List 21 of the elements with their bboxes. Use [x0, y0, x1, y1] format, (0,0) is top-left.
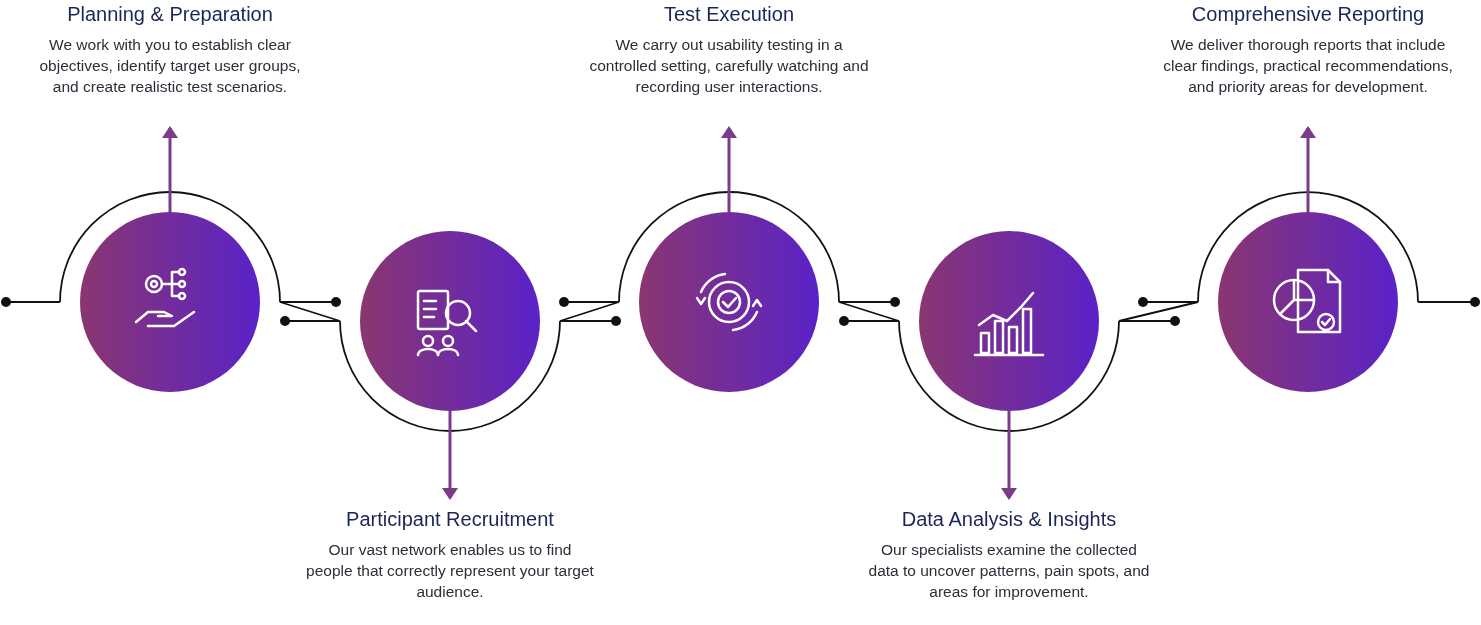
connector-line — [1417, 297, 1480, 307]
step-description: We carry out usability testing in a controlled setting, carefully watching and recording user interactions. — [588, 35, 870, 97]
step-description: Our specialists examine the collected data to uncover patterns, pain spots, and areas for improvement. — [867, 540, 1151, 602]
step-heading: Test Execution — [663, 3, 795, 26]
arrow — [162, 126, 178, 212]
step-description: Our vast network enables us to find people that correctly represent your target audience. — [305, 540, 595, 602]
step-description: We work with you to establish clear objectives, identify target user groups, and create realistic test scenarios. — [38, 35, 302, 97]
connector-line — [838, 297, 900, 326]
connector-line — [279, 297, 341, 326]
arrow — [442, 411, 458, 500]
step-heading: Data Analysis & Insights — [901, 508, 1117, 531]
step-heading: Comprehensive Reporting — [1191, 3, 1425, 26]
arrow — [1001, 411, 1017, 500]
connector-line — [559, 297, 621, 326]
step-heading: Participant Recruitment — [346, 508, 554, 531]
arrow — [721, 126, 737, 212]
step-description: We deliver thorough reports that include clear findings, practical recommendations, and priority areas for development. — [1163, 35, 1453, 97]
connector-line — [1, 297, 61, 307]
connector-line — [1118, 297, 1199, 326]
step-heading: Planning & Preparation — [67, 3, 273, 26]
arrow — [1300, 126, 1316, 212]
